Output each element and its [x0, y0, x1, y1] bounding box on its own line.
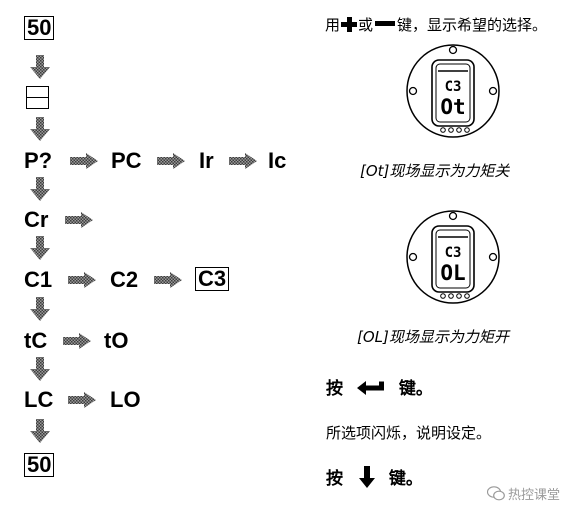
flow-code-tc: tC [24, 328, 48, 353]
watermark-text: 热控课堂 [508, 488, 561, 503]
wechat-icon [486, 486, 505, 501]
down-arrow-icon [28, 356, 52, 382]
caption-ot-text: 现场显示为力矩关 [389, 162, 510, 180]
select-suffix: 键，显示希望的选择。 [397, 16, 548, 34]
blank-display-icon [26, 86, 49, 109]
down-key-icon [358, 466, 375, 488]
plus-key-icon [341, 17, 358, 32]
actuator-display-ot: C3 Ot [406, 44, 500, 138]
actuator-display-ol: C3 OL [406, 210, 500, 304]
down-arrow-icon [28, 176, 52, 202]
flow-code-c1: C1 [24, 267, 53, 292]
select-instruction: 用或 键，显示希望的选择。 [325, 14, 547, 35]
flow-code-lc: LC [24, 387, 54, 412]
flow-code-p: P? [24, 148, 53, 173]
watermark: 热控课堂 [486, 484, 561, 503]
flow-code-to: tO [104, 328, 129, 353]
caption-ot: [Ot]现场显示为力矩关 [360, 160, 509, 181]
press-down-suffix: 键。 [388, 469, 423, 489]
caption-ol: [OL]现场显示为力矩开 [357, 326, 509, 347]
flow-code-ir: Ir [199, 148, 214, 173]
flashing-note: 所选项闪烁，说明设定。 [326, 424, 492, 442]
select-prefix: 用 [325, 16, 341, 34]
caption-ol-code: [OL] [357, 328, 389, 346]
right-arrow-icon [62, 332, 92, 350]
right-arrow-icon [67, 271, 97, 289]
flow-code-c3-selected: C3 [195, 267, 230, 291]
right-arrow-icon [153, 271, 183, 289]
press-enter-suffix: 键。 [398, 379, 433, 399]
down-arrow-icon [28, 54, 52, 80]
minus-key-icon [375, 21, 396, 26]
caption-ot-code: [Ot] [360, 162, 390, 180]
down-arrow-icon [28, 116, 52, 142]
press-enter-prefix: 按 [326, 379, 343, 399]
down-arrow-icon [28, 418, 52, 444]
display1-bottom: Ot [440, 95, 465, 119]
flow-code-ic: Ic [268, 148, 287, 173]
right-arrow-icon [67, 391, 97, 409]
press-enter-instruction: 按 键。 [326, 374, 433, 399]
flow-code-lo: LO [110, 387, 141, 412]
caption-ol-text: 现场显示为力矩开 [388, 328, 509, 346]
flow-code-cr: Cr [24, 207, 49, 232]
end-code: 50 [24, 453, 55, 477]
display2-bottom: OL [440, 261, 465, 285]
flow-code-c2: C2 [110, 267, 139, 292]
press-down-prefix: 按 [326, 469, 343, 489]
press-down-instruction: 按 键。 [326, 464, 423, 489]
right-arrow-icon [69, 152, 99, 170]
right-arrow-icon [64, 211, 94, 229]
select-mid: 或 [358, 16, 374, 34]
right-arrow-icon [156, 152, 186, 170]
display1-top: C3 [445, 79, 462, 95]
enter-key-icon [356, 381, 384, 395]
down-arrow-icon [28, 235, 52, 261]
flow-code-pc: PC [111, 148, 142, 173]
display2-top: C3 [445, 245, 462, 261]
start-code: 50 [24, 16, 55, 40]
down-arrow-icon [28, 296, 52, 322]
right-arrow-icon [228, 152, 258, 170]
